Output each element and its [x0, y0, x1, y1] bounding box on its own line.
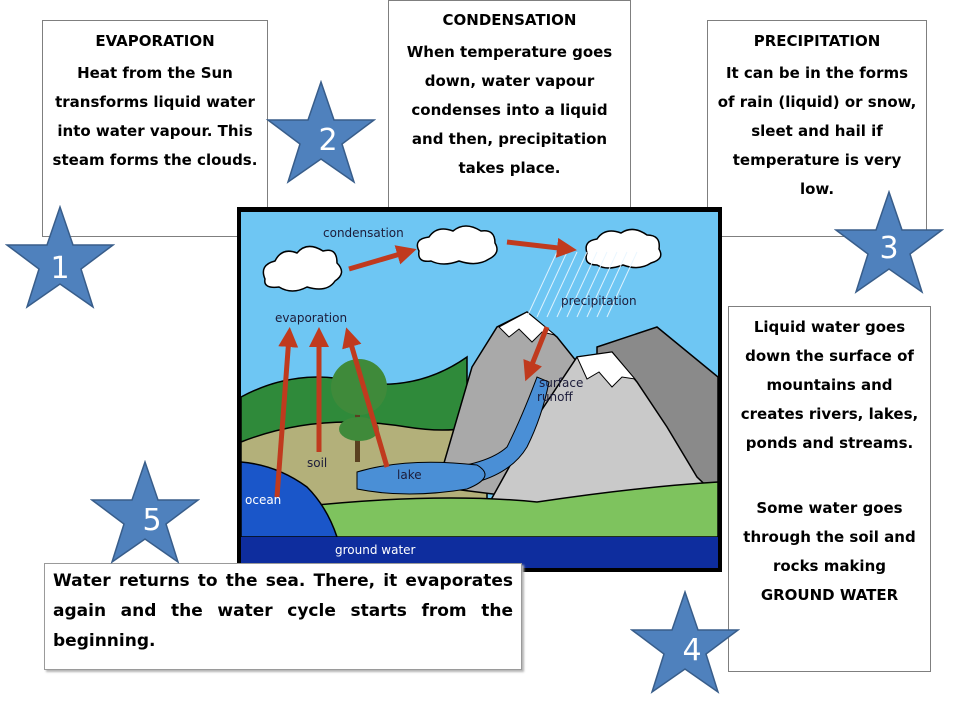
runoff-text: Liquid water goes down the surface of mo…: [740, 318, 919, 452]
star-3: 3: [834, 190, 944, 295]
star-4-number: 4: [682, 633, 701, 668]
return-box: Water returns to the sea. There, it evap…: [44, 563, 522, 670]
rain: [526, 251, 638, 318]
star-5: 5: [90, 460, 200, 565]
arrow-middle-to-right: [506, 237, 577, 258]
cloud-middle: [416, 225, 498, 265]
label-evaporation: evaporation: [275, 311, 347, 325]
label-soil: soil: [307, 456, 327, 470]
tree-crown: [331, 359, 387, 415]
label-ocean: ocean: [245, 493, 281, 507]
return-text: Water returns to the sea. There, it evap…: [53, 571, 513, 651]
snow-cap-left: [498, 311, 556, 343]
label-ground-water: ground water: [335, 543, 416, 557]
star-4: 4: [630, 590, 740, 695]
label-precipitation: precipitation: [561, 294, 637, 308]
ground: [296, 481, 719, 538]
evaporation-box: EVAPORATION Heat from the Sun transforms…: [42, 20, 268, 237]
label-surface: surface: [539, 376, 583, 390]
label-condensation: condensation: [323, 226, 404, 240]
precipitation-text: It can be in the forms of rain (liquid) …: [717, 64, 917, 198]
evaporation-heading: EVAPORATION: [95, 32, 215, 50]
runoff-box: Liquid water goes down the surface of mo…: [728, 306, 931, 672]
star-3-number: 3: [879, 231, 898, 266]
precipitation-heading: PRECIPITATION: [753, 32, 881, 50]
label-runoff: runoff: [537, 390, 573, 404]
arrow-runoff: [523, 326, 550, 382]
label-lake: lake: [397, 468, 422, 482]
ground-water: [241, 537, 718, 568]
star-5-number: 5: [142, 503, 161, 538]
precipitation-box: PRECIPITATION It can be in the forms of …: [707, 20, 927, 237]
arrow-cloud-to-middle: [348, 245, 417, 272]
condensation-box: CONDENSATION When temperature goes down,…: [388, 0, 631, 216]
arrow-evap-1: [274, 327, 299, 498]
star-2: 2: [266, 80, 376, 185]
water-cycle-diagram: condensation precipitation evaporation s…: [237, 207, 722, 572]
ocean: [240, 461, 339, 538]
lake: [356, 461, 486, 495]
cloud-right: [585, 228, 662, 269]
ground-water-text: Some water goes through the soil and roc…: [743, 499, 916, 604]
star-1: 1: [5, 205, 115, 310]
star-2-number: 2: [318, 123, 337, 158]
star-1-number: 1: [50, 251, 69, 286]
arrow-evap-3: [342, 327, 390, 468]
cloud-left: [262, 245, 343, 292]
condensation-text: When temperature goes down, water vapour…: [406, 43, 613, 177]
snow-cap-right: [576, 351, 637, 388]
evaporation-text: Heat from the Sun transforms liquid wate…: [52, 64, 258, 169]
condensation-heading: CONDENSATION: [442, 11, 577, 29]
